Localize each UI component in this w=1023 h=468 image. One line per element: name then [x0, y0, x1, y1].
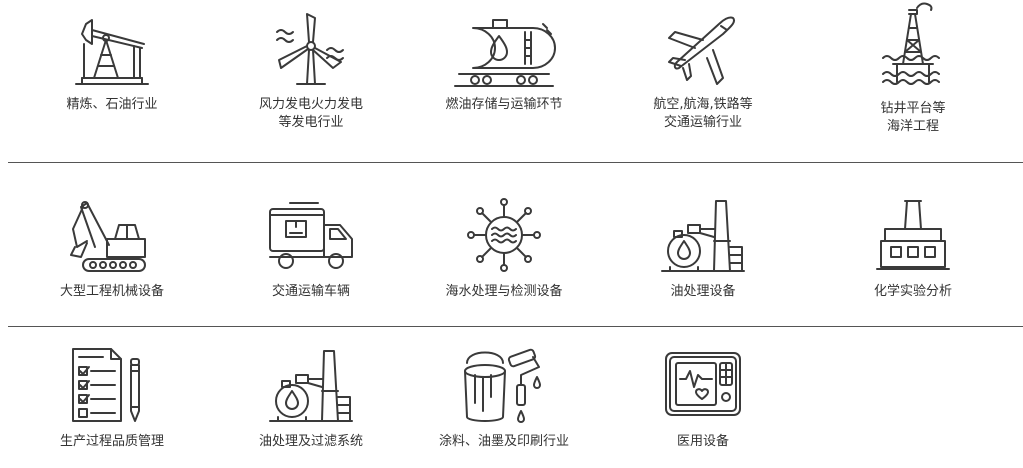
industry-label: 涂料、油墨及印刷行业: [438, 434, 569, 449]
oil-tank-car-icon: [454, 19, 556, 87]
industry-label: 油处理及过滤系统: [258, 434, 363, 449]
oil-filtration-plant-icon: [269, 350, 353, 422]
section-divider: [8, 326, 1023, 327]
section-divider: [8, 162, 1023, 163]
industry-item-oil-filtration: 油处理及过滤系统: [231, 345, 391, 451]
paint-bucket-roller-icon: [464, 348, 541, 423]
industry-item-offshore-engineering: 钻井平台等 海洋工程: [833, 0, 993, 136]
delivery-truck-icon: [269, 202, 353, 269]
drilling-platform-icon: [882, 2, 940, 85]
industry-label: 大型工程机械设备: [59, 284, 164, 299]
chemical-lab-icon: [876, 200, 950, 270]
checklist-pencil-icon: [72, 348, 140, 422]
oil-pumpjack-icon: [75, 19, 149, 85]
industry-label: 风力发电火力发电 等发电行业: [258, 97, 363, 130]
oil-processing-plant-icon: [661, 200, 745, 272]
airplane-icon: [668, 16, 735, 85]
industry-label: 油处理设备: [670, 284, 736, 299]
industry-label: 交通运输车辆: [271, 284, 350, 299]
industry-item-coatings-ink-printing: 涂料、油墨及印刷行业: [424, 345, 584, 451]
industry-label: 医用设备: [676, 434, 729, 449]
industry-item-transport-vehicles: 交通运输车辆: [231, 195, 391, 301]
medical-monitor-icon: [665, 352, 741, 416]
industry-item-oil-processing: 油处理设备: [623, 195, 783, 301]
industry-item-refining-oil: 精炼、石油行业: [32, 10, 192, 114]
industry-item-heavy-machinery: 大型工程机械设备: [32, 195, 192, 301]
wind-turbine-icon: [276, 13, 344, 85]
row-3: 生产过程品质管理 油处理及过滤系统: [0, 327, 1023, 468]
industry-item-chemical-analysis: 化学实验分析: [833, 195, 993, 301]
industry-label: 化学实验分析: [873, 284, 952, 299]
industry-item-seawater-treatment: 海水处理与检测设备: [424, 195, 584, 301]
row-1: 精炼、石油行业 风力发电火力发电 等发电行业: [0, 0, 1023, 162]
industry-item-transportation: 航空,航海,铁路等 交通运输行业: [623, 10, 783, 132]
industry-label: 精炼、石油行业: [66, 97, 158, 112]
row-2: 大型工程机械设备 交通运输车辆: [0, 163, 1023, 326]
industry-item-quality-management: 生产过程品质管理: [32, 345, 192, 451]
industry-label: 燃油存储与运输环节: [445, 97, 563, 112]
industry-item-fuel-storage-transport: 燃油存储与运输环节: [424, 10, 584, 114]
industry-item-medical-equipment: 医用设备: [623, 345, 783, 451]
industry-label: 生产过程品质管理: [59, 434, 164, 449]
water-treatment-icon: [467, 198, 541, 272]
industry-item-power-generation: 风力发电火力发电 等发电行业: [231, 10, 391, 132]
industry-label: 海水处理与检测设备: [445, 284, 563, 299]
industry-label: 航空,航海,铁路等 交通运输行业: [653, 97, 753, 130]
industry-label: 钻井平台等 海洋工程: [880, 101, 946, 134]
excavator-icon: [70, 201, 146, 272]
